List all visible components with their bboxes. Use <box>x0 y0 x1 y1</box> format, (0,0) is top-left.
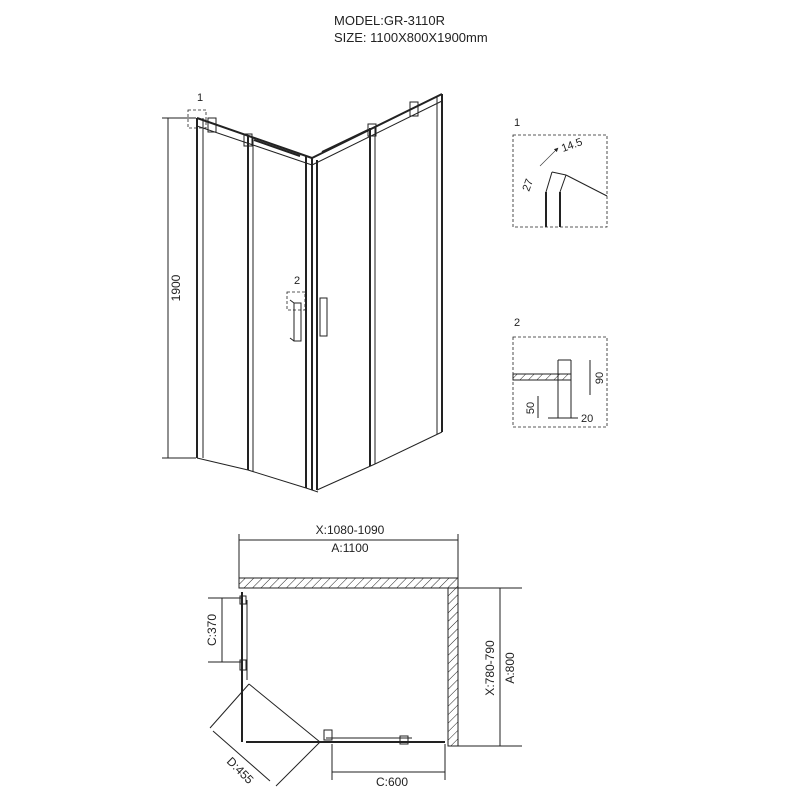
detail1-glass-line <box>565 174 608 197</box>
plan-a-width-label: A:1100 <box>331 541 368 555</box>
left-door-top-fitting <box>253 139 301 157</box>
plan-c-front-label: C:600 <box>376 775 408 789</box>
rail-bracket-left <box>207 117 217 133</box>
right-door-handle <box>319 297 328 337</box>
detail2-title: 2 <box>514 317 520 329</box>
plan-side-wall <box>447 587 459 747</box>
detail1-tag: 1 <box>197 92 203 104</box>
size-label: SIZE: 1100X800X1900mm <box>334 30 488 45</box>
height-label: 1900 <box>169 274 183 301</box>
plan-d-dim-line <box>212 730 271 782</box>
top-rail-right-lower <box>311 100 443 166</box>
plan-a-depth-label: A:800 <box>503 652 517 684</box>
detail2-glass-section <box>512 373 572 381</box>
plan-x-width-label: X:1080-1090 <box>316 523 385 537</box>
detail2-dim-a: 90 <box>594 372 606 384</box>
plan-front-bracket <box>399 735 409 745</box>
left-door-handle <box>293 302 302 342</box>
left-door-bottom <box>247 469 307 489</box>
left-panel-bottom <box>196 457 249 471</box>
handle-left-arm-top <box>289 299 295 304</box>
right-door-bottom <box>316 463 376 491</box>
detail1-dim-a: 14.5 <box>560 136 584 155</box>
plan-diagonal-opening <box>248 683 321 743</box>
detail2-callout-box <box>286 291 306 311</box>
plan-d-ext-a <box>209 683 250 729</box>
plan-view: X:1080-1090 A:1100 X:780-790 A:800 C:370… <box>205 523 522 789</box>
top-rail-right <box>311 93 443 159</box>
plan-x-depth-label: X:780-790 <box>483 640 497 696</box>
detail1-profile-slope-b <box>559 174 567 193</box>
plan-front-handle <box>323 729 333 741</box>
corner-bottom <box>305 487 319 493</box>
detail2: 2 90 50 20 <box>512 317 608 428</box>
detail1-dim-arrow <box>539 147 559 167</box>
plan-left-handle <box>239 659 247 671</box>
handle-left-arm-bottom <box>289 337 295 342</box>
top-rail-left <box>196 117 313 159</box>
detail1-profile-slope-a <box>545 171 553 193</box>
detail2-dim-b: 50 <box>525 402 537 414</box>
plan-d-label: D:455 <box>224 754 257 787</box>
detail1-title: 1 <box>514 117 520 129</box>
right-panel-bottom <box>374 431 443 465</box>
plan-c-side-label: C:370 <box>205 614 219 646</box>
detail1-dim-b: 27 <box>521 177 536 193</box>
title-block: MODEL:GR-3110R SIZE: 1100X800X1900mm <box>334 13 488 45</box>
rail-bracket-right <box>409 101 419 117</box>
left-door-roller <box>243 133 253 147</box>
front-view: 1900 1 2 <box>162 92 443 493</box>
model-label: MODEL:GR-3110R <box>334 13 445 28</box>
detail1: 1 14.5 27 <box>512 117 608 228</box>
plan-left-bracket-top <box>239 595 247 605</box>
detail2-frame <box>512 336 608 428</box>
detail1-profile-top <box>551 171 567 176</box>
plan-back-wall <box>238 577 459 589</box>
plan-d-ext-b <box>275 741 321 787</box>
detail2-tag: 2 <box>294 275 300 287</box>
detail2-dim-c: 20 <box>581 413 593 425</box>
